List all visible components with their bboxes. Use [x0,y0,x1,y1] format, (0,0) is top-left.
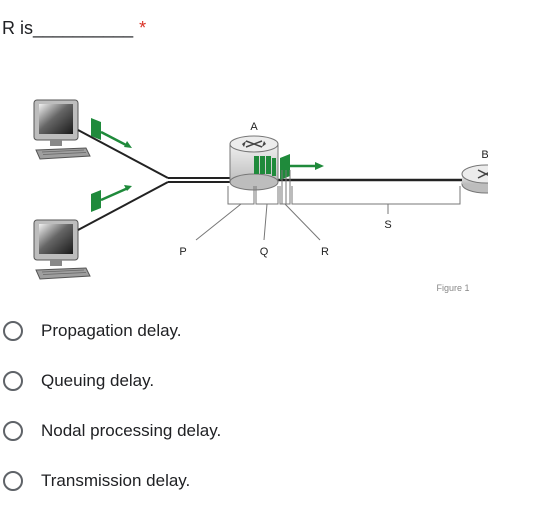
network-diagram: A B P Q R S Figure 1 [33,99,511,293]
question-prefix: R is [2,18,33,38]
delay-brackets [195,170,461,241]
access-links [77,129,232,231]
radio-button[interactable] [3,321,23,341]
label-p: P [179,246,186,258]
option-label: Propagation delay. [41,321,182,340]
option-label: Transmission delay. [41,471,191,490]
option-propagation-delay[interactable]: Propagation delay. [3,318,221,344]
question-blank: __________ [33,18,134,38]
option-queuing-delay[interactable]: Queuing delay. [3,368,221,394]
router-a-icon [229,135,279,191]
answer-options: Propagation delay. Queuing delay. Nodal … [3,318,221,518]
option-label: Queuing delay. [41,371,155,390]
label-b: B [481,149,488,161]
option-label: Nodal processing delay. [41,421,222,440]
network-figure: A B P Q R S Figure 1 [28,96,511,296]
option-nodal-processing-delay[interactable]: Nodal processing delay. [3,418,221,444]
label-a: A [250,121,258,133]
label-q: Q [260,246,269,258]
radio-button[interactable] [3,471,23,491]
option-transmission-delay[interactable]: Transmission delay. [3,468,221,494]
computer-icon-top [33,99,91,160]
packet-arrow-bottom [91,185,132,212]
figure-caption: Figure 1 [436,283,469,293]
question-title: R is __________ * [2,16,146,40]
radio-button[interactable] [3,371,23,391]
transmitting-packet-arrow [280,154,324,180]
label-s: S [384,219,391,231]
required-asterisk: * [139,18,147,38]
radio-button[interactable] [3,421,23,441]
router-b-icon [461,164,511,194]
packet-arrow-top [91,118,132,148]
computer-icon-bottom [33,219,91,280]
label-r: R [321,246,329,258]
queued-packets [254,156,276,176]
